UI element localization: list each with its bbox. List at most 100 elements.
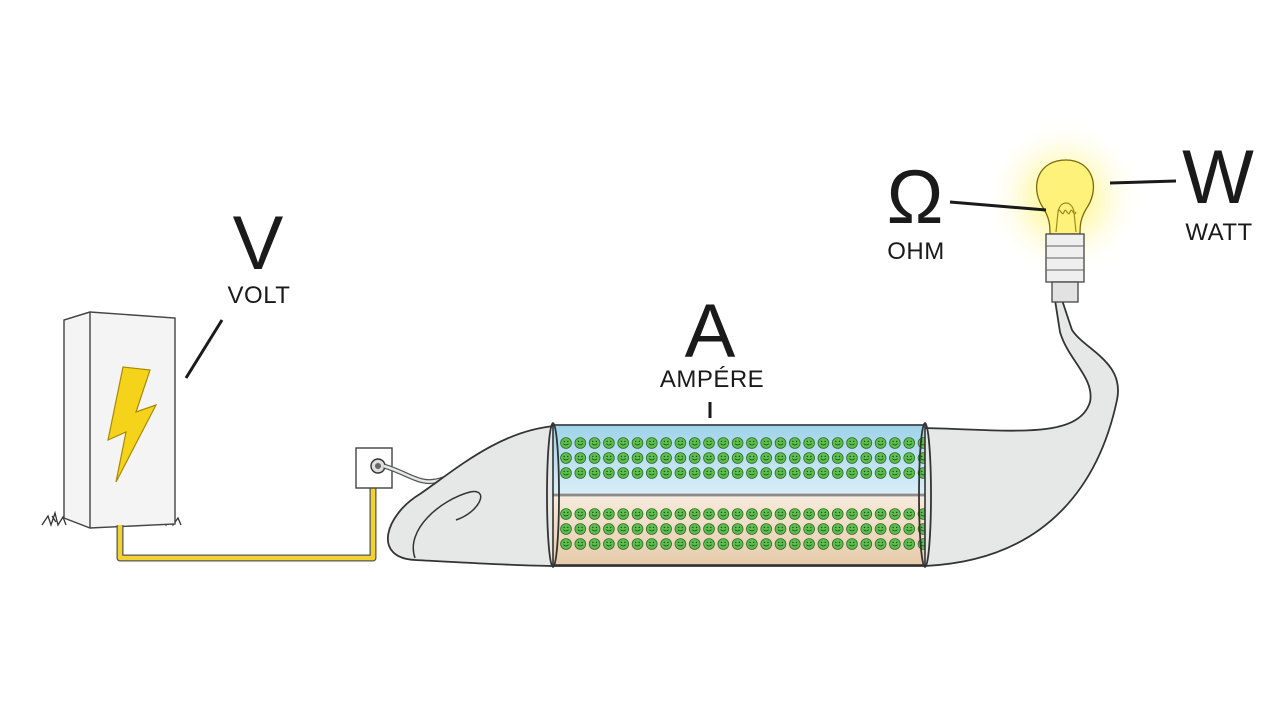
electron-smiley: [774, 538, 787, 550]
electron-smiley: [731, 437, 744, 449]
electron-smiley: [903, 467, 915, 479]
transparent-tube: [546, 422, 932, 568]
electron-smiley: [760, 538, 772, 550]
electron-smiley: [603, 523, 615, 535]
electron-smiley: [889, 523, 901, 535]
electron-smiley: [760, 523, 772, 535]
electron-smiley: [674, 467, 687, 479]
electron-smiley: [674, 508, 687, 520]
electron-smiley: [874, 467, 887, 479]
electron-smiley: [660, 467, 672, 479]
electron-smiley: [603, 452, 615, 464]
electron-smiley: [817, 538, 830, 550]
electron-smiley: [860, 523, 873, 535]
electron-smiley: [746, 437, 758, 449]
electron-smiley: [846, 538, 858, 550]
electron-smiley: [889, 508, 901, 520]
electron-smiley: [688, 508, 701, 520]
electron-smiley: [703, 508, 715, 520]
electron-smiley: [645, 452, 658, 464]
electron-smiley: [631, 523, 644, 535]
ohm-label: OHM: [887, 238, 945, 265]
electron-smiley: [817, 467, 830, 479]
electron-smiley: [717, 508, 730, 520]
electron-smiley: [660, 508, 672, 520]
electron-smiley: [760, 467, 772, 479]
electron-smiley: [660, 523, 672, 535]
electron-smiley: [588, 538, 601, 550]
electron-smiley: [703, 437, 715, 449]
electron-smiley: [688, 467, 701, 479]
electron-smiley: [603, 437, 615, 449]
ohm-symbol: Ω: [886, 155, 944, 240]
lightning-bolt-icon: [107, 366, 158, 483]
electron-smiley: [717, 523, 730, 535]
electron-smiley: [645, 508, 658, 520]
wall-socket: [355, 447, 393, 489]
electron-smiley: [817, 508, 830, 520]
electron-smiley: [660, 452, 672, 464]
electron-smiley: [774, 508, 787, 520]
electron-smiley: [774, 452, 787, 464]
electron-smiley: [617, 538, 629, 550]
electron-smiley: [574, 523, 587, 535]
electron-smiley: [731, 538, 744, 550]
electron-smiley: [574, 538, 587, 550]
electron-smiley: [746, 538, 758, 550]
electron-smiley: [788, 452, 801, 464]
volt-symbol: V: [232, 201, 284, 286]
electron-smiley: [560, 508, 572, 520]
electron-smiley: [688, 452, 701, 464]
volt-pointer-line: [184, 319, 224, 379]
electron-smiley: [889, 452, 901, 464]
electron-smiley: [860, 508, 873, 520]
electron-smiley: [674, 523, 687, 535]
electron-smiley: [803, 437, 815, 449]
electron-smiley: [574, 508, 587, 520]
electron-smiley: [674, 437, 687, 449]
electron-smiley: [560, 452, 572, 464]
electron-smiley: [788, 437, 801, 449]
electron-smiley: [788, 538, 801, 550]
electron-smiley: [860, 538, 873, 550]
electron-smiley: [603, 467, 615, 479]
electron-smiley: [631, 538, 644, 550]
electron-smiley: [803, 508, 815, 520]
electron-smiley: [903, 538, 915, 550]
electron-smiley: [874, 508, 887, 520]
watt-pointer-line: [1109, 179, 1177, 185]
electron-smiley: [774, 437, 787, 449]
electron-smiley: [889, 467, 901, 479]
electron-smiley: [703, 538, 715, 550]
electron-smiley: [746, 523, 758, 535]
electron-smiley: [574, 452, 587, 464]
light-bulb: [984, 118, 1144, 303]
electron-smiley: [760, 508, 772, 520]
electron-smiley: [660, 437, 672, 449]
electron-smiley: [846, 467, 858, 479]
electron-smiley: [860, 467, 873, 479]
electron-smiley: [717, 452, 730, 464]
electron-smiley: [903, 437, 915, 449]
electron-smiley: [703, 452, 715, 464]
ohm-pointer-line: [949, 200, 1047, 212]
electron-smiley: [688, 523, 701, 535]
volt-label: VOLT: [227, 282, 291, 309]
electron-smiley: [803, 467, 815, 479]
electron-smiley: [588, 452, 601, 464]
electron-smiley: [674, 538, 687, 550]
electron-smiley: [560, 437, 572, 449]
electron-smiley: [831, 508, 844, 520]
electron-smiley: [645, 523, 658, 535]
electron-smiley: [903, 523, 915, 535]
electron-smiley: [660, 538, 672, 550]
watt-label: WATT: [1185, 219, 1253, 246]
electron-smiley: [803, 523, 815, 535]
electron-smiley: [645, 538, 658, 550]
electron-smiley: [717, 467, 730, 479]
electron-smiley: [846, 523, 858, 535]
electron-smiley: [731, 523, 744, 535]
ampere-label: AMPÉRE: [659, 366, 765, 393]
electron-smiley: [631, 508, 644, 520]
